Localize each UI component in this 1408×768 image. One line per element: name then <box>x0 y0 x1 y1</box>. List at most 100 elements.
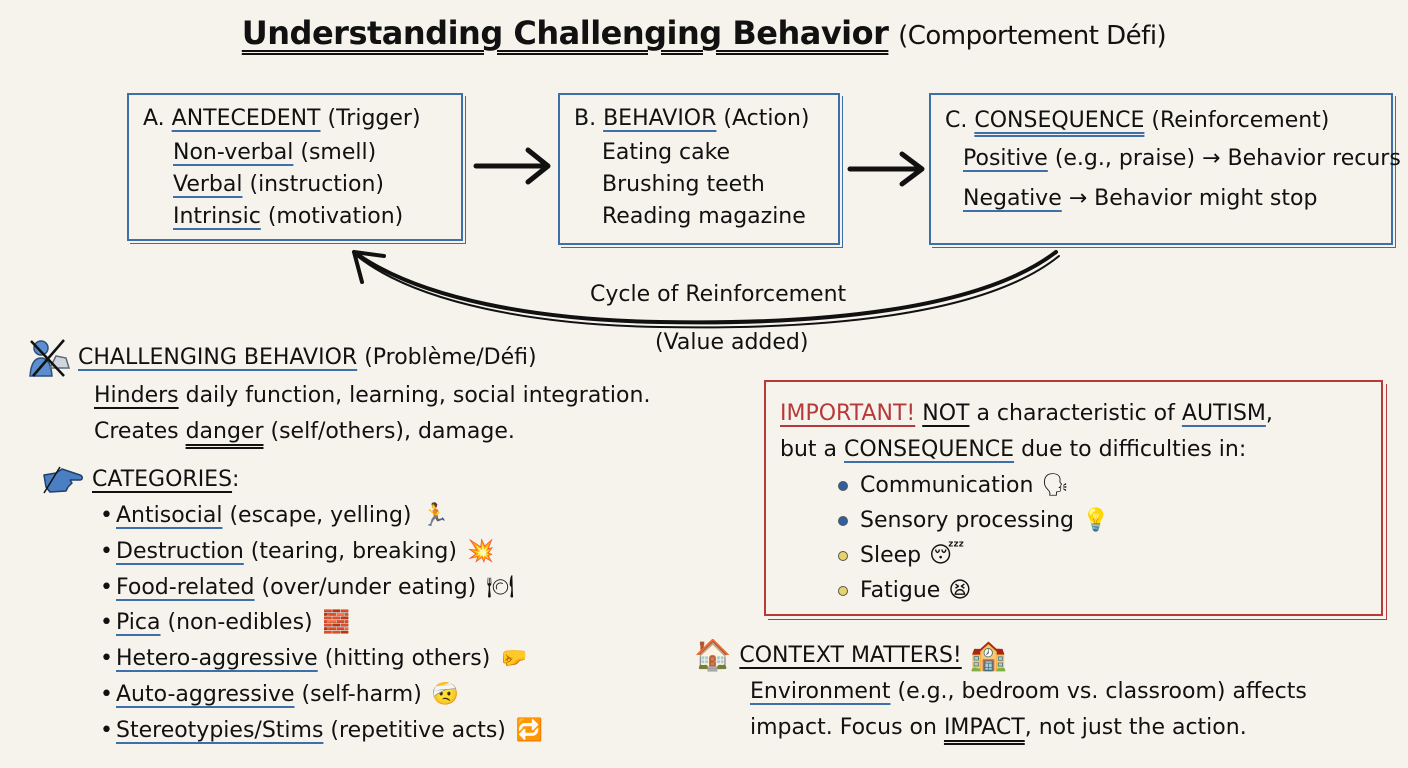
category-detail: (self-harm) <box>301 681 422 707</box>
title-subtitle: (Comportement Défi) <box>898 21 1167 51</box>
category-detail: (non-edibles) <box>167 610 313 636</box>
category-item: •Stereotypies/Stims (repetitive acts)🔁 <box>100 713 543 749</box>
school-icon: 🏫 <box>969 638 1008 673</box>
category-key: Antisocial <box>116 503 223 528</box>
consequence-item: Positive (e.g., praise) → Behavior recur… <box>945 139 1401 179</box>
explosion-icon: 💥 <box>466 538 495 564</box>
bullet-icon <box>838 515 848 526</box>
important-line-2-pre: but a <box>780 437 838 462</box>
antecedent-item: Non-verbal (smell) <box>143 137 461 169</box>
consequence-item-key: Negative <box>963 186 1062 211</box>
category-detail: (repetitive acts) <box>330 717 506 743</box>
consequence-item-detail: → Behavior might stop <box>1068 186 1318 211</box>
crossed-out-person-icon <box>28 338 71 378</box>
behavior-suffix: (Action) <box>723 106 810 131</box>
antecedent-item-key: Intrinsic <box>173 204 261 229</box>
difficulty-item: Sensory processing💡 <box>838 503 1381 538</box>
challenging-behavior-section: CHALLENGING BEHAVIOR (Problème/Défi) Hin… <box>28 338 650 450</box>
consequence-box: C. CONSEQUENCE (Reinforcement) Positive … <box>929 93 1401 245</box>
arrow-b-to-c <box>847 151 925 187</box>
antecedent-heading: A. ANTECEDENT (Trigger) <box>143 103 461 135</box>
difficulty-label: Communication <box>860 473 1034 498</box>
difficulty-item: Sleep 😴 <box>838 538 1381 573</box>
context-line-2-text: , not just the action. <box>1024 715 1247 740</box>
consequence-item: Negative → Behavior might stop <box>945 179 1391 219</box>
consequence-item-key: Positive <box>963 146 1048 171</box>
challenging-line-2-text: (self/others), damage. <box>270 419 515 444</box>
consequence-title: CONSEQUENCE <box>974 108 1145 133</box>
challenging-heading-suffix: (Problème/Défi) <box>364 345 537 370</box>
category-key: Food-related <box>116 574 255 600</box>
antecedent-suffix: (Trigger) <box>327 106 421 131</box>
difficulty-item: Fatigue😫 <box>838 573 1381 608</box>
categories-section: CATEGORIES: •Antisocial (escape, yelling… <box>40 462 543 749</box>
category-detail: (tearing, breaking) <box>250 538 457 564</box>
behavior-heading: B. BEHAVIOR (Action) <box>574 103 838 135</box>
important-comma: , <box>1265 401 1273 426</box>
tired-face-icon: 😫 <box>948 578 972 603</box>
behavior-prefix: B. <box>574 106 597 131</box>
speaking-head-icon: 🗣 <box>1041 473 1070 498</box>
category-item: •Food-related (over/under eating)🍽 <box>100 570 543 606</box>
house-icon: 🏠 <box>694 638 732 673</box>
context-line-1: Environment (e.g., bedroom vs. classroom… <box>750 674 1307 710</box>
challenging-key-danger: danger <box>185 419 264 444</box>
antecedent-item-key: Verbal <box>173 172 243 197</box>
bullet-icon <box>838 550 848 561</box>
important-not: NOT <box>922 401 970 426</box>
sleeping-face-icon: 😴 <box>929 543 965 568</box>
context-heading: CONTEXT MATTERS! <box>739 643 962 668</box>
challenging-line-1: Hinders daily function, learning, social… <box>94 378 650 414</box>
antecedent-item-detail: (motivation) <box>267 204 404 229</box>
important-line-1-text: a characteristic of <box>976 401 1175 426</box>
category-key: Stereotypies/Stims <box>116 717 324 743</box>
category-item: •Auto-aggressive (self-harm)🤕 <box>100 677 543 713</box>
bullet-icon <box>838 480 848 491</box>
category-item: •Destruction (tearing, breaking)💥 <box>100 534 543 570</box>
challenging-key-hinders: Hinders <box>94 383 179 408</box>
antecedent-item-detail: (smell) <box>300 140 377 165</box>
difficulty-label: Sensory processing <box>860 508 1074 533</box>
important-label: IMPORTANT! <box>780 401 916 426</box>
antecedent-item-key: Non-verbal <box>173 140 294 165</box>
antecedent-item: Intrinsic (motivation) <box>143 201 461 233</box>
consequence-prefix: C. <box>945 108 968 133</box>
page-title: Understanding Challenging Behavior (Comp… <box>0 14 1408 52</box>
important-line-2-text: due to difficulties in: <box>1021 437 1247 462</box>
difficulty-label: Sleep <box>860 543 922 568</box>
context-key-impact: IMPACT <box>943 715 1025 740</box>
behavior-item: Eating cake <box>602 140 731 165</box>
title-main: Understanding Challenging Behavior <box>241 14 889 52</box>
antecedent-item-detail: (instruction) <box>249 172 385 197</box>
category-item: •Pica (non-edibles)🧱 <box>100 605 543 641</box>
important-autism: AUTISM <box>1181 401 1266 426</box>
context-section: 🏠 CONTEXT MATTERS! 🏫 Environment (e.g., … <box>694 638 1307 746</box>
antecedent-prefix: A. <box>143 106 165 131</box>
category-key: Auto-aggressive <box>116 681 295 707</box>
consequence-heading: C. CONSEQUENCE (Reinforcement) <box>945 105 1391 137</box>
category-detail: (hitting others) <box>324 646 491 672</box>
category-key: Hetero-aggressive <box>116 646 318 672</box>
antecedent-item: Verbal (instruction) <box>143 169 461 201</box>
bandaged-face-icon: 🤕 <box>431 681 460 707</box>
categories-colon: : <box>232 467 240 492</box>
behavior-title: BEHAVIOR <box>603 106 717 131</box>
important-line-1: IMPORTANT! NOT a characteristic of AUTIS… <box>780 396 1381 432</box>
category-detail: (over/under eating) <box>261 574 477 600</box>
running-person-icon: 🏃 <box>421 503 449 528</box>
context-line-1-text: (e.g., bedroom vs. classroom) affects <box>897 679 1307 704</box>
behavior-box: B. BEHAVIOR (Action) Eating cake Brushin… <box>558 93 840 245</box>
behavior-item: Reading magazine <box>602 204 806 229</box>
pointing-hand-icon <box>40 465 84 495</box>
cycle-label: Cycle of Reinforcement <box>590 282 847 307</box>
fist-icon: 🤛 <box>500 646 528 672</box>
cycle-arrow <box>352 250 1060 329</box>
arrow-a-to-b <box>473 147 551 185</box>
important-line-2: but a CONSEQUENCE due to difficulties in… <box>780 432 1381 468</box>
antecedent-box: A. ANTECEDENT (Trigger) Non-verbal (smel… <box>127 93 463 241</box>
behavior-item: Brushing teeth <box>602 172 765 197</box>
consequence-item-detail: (e.g., praise) → Behavior recurs <box>1054 146 1401 171</box>
challenging-line-1-text: daily function, learning, social integra… <box>185 383 651 408</box>
categories-heading: CATEGORIES <box>92 467 233 492</box>
